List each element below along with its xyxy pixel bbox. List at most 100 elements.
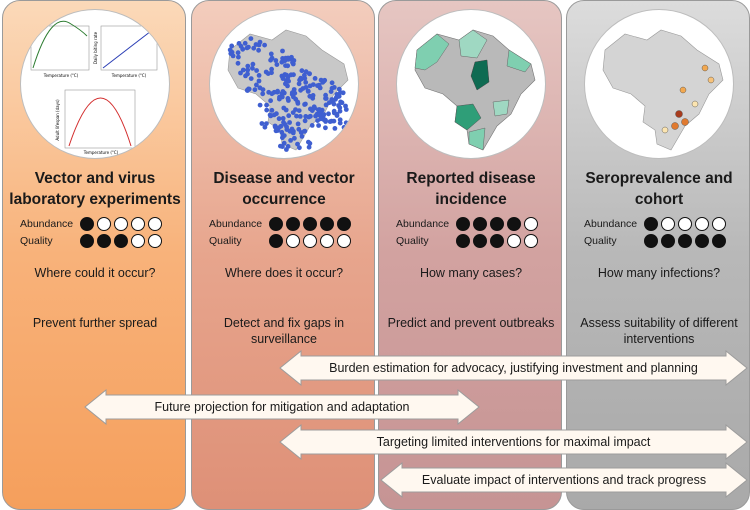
occurrence-point (240, 67, 246, 73)
filled-dot (337, 217, 351, 231)
occurrence-point (302, 76, 308, 81)
quality-label: Quality (20, 235, 53, 247)
empty-dot (148, 217, 162, 231)
occurrence-point (305, 89, 311, 94)
occurrence-point (291, 94, 296, 100)
occurrence-point (285, 63, 291, 69)
occurrence-point (269, 91, 275, 97)
chart-xlabel-3: Temperature (°C) (83, 150, 119, 155)
occurrence-point (281, 133, 287, 138)
chart-xlabel-1: Temperature (°C) (43, 73, 79, 78)
filled-dot (269, 234, 283, 248)
occurrence-point (331, 118, 337, 124)
quality-label: Quality (584, 235, 617, 247)
occurrence-point (263, 69, 269, 75)
occurrence-point (286, 113, 292, 119)
filled-dot (473, 234, 487, 248)
occurrence-point (312, 76, 318, 81)
occurrence-point (326, 111, 331, 117)
occurrence-point (283, 55, 289, 61)
abundance-rating (456, 217, 541, 235)
filled-dot (456, 234, 470, 248)
occurrence-point (344, 125, 349, 131)
empty-dot (303, 234, 317, 248)
column-question: How many infections? (597, 266, 721, 280)
occurrence-point (318, 116, 324, 122)
occurrence-point (343, 107, 349, 112)
occurrence-point (317, 85, 323, 91)
occurrence-point (238, 70, 243, 76)
occurrence-point (246, 44, 251, 50)
occurrence-point (302, 118, 308, 124)
occurrence-point (262, 124, 268, 130)
occurrence-point (306, 144, 312, 150)
occurrence-point (343, 120, 349, 126)
arrow-label: Evaluate impact of interventions and tra… (421, 473, 707, 487)
occurrence-point (240, 46, 246, 52)
occurrence-point (245, 88, 250, 93)
occurrence-point (338, 90, 343, 95)
empty-dot (131, 234, 145, 248)
occurrence-point (267, 112, 273, 118)
occurrence-point (285, 144, 291, 149)
filled-dot (286, 217, 300, 231)
occurrence-point (303, 80, 309, 85)
abundance-rating (269, 217, 354, 235)
abundance-label: Abundance (584, 218, 638, 230)
occurrence-point (253, 42, 259, 47)
occurrence-point (264, 107, 270, 113)
filled-dot (644, 234, 658, 248)
occurrence-point (280, 89, 286, 94)
occurrence-point (299, 134, 305, 139)
occurrence-point (242, 40, 248, 46)
occurrence-point (290, 110, 296, 115)
occurrence-point (311, 104, 317, 110)
filled-dot (490, 234, 504, 248)
arrow-future-projection: Future projection for mitigation and ada… (84, 389, 480, 425)
occurrence-point (271, 112, 277, 118)
occurrence-point (288, 138, 293, 143)
occurrence-point (307, 71, 312, 77)
empty-dot (114, 217, 128, 231)
occurrence-point (323, 92, 328, 98)
occurrence-point (280, 116, 286, 121)
occurrence-point (264, 102, 269, 108)
empty-dot (286, 234, 300, 248)
arrow-targeting-interventions: Targeting limited interventions for maxi… (279, 424, 748, 460)
occurrence-point (290, 60, 295, 65)
abundance-rating (80, 217, 165, 235)
occurrence-point (256, 47, 261, 53)
empty-dot (337, 234, 351, 248)
abundance-rating (644, 217, 729, 235)
occurrence-point (268, 98, 273, 104)
filled-dot (269, 217, 283, 231)
occurrence-point (303, 69, 309, 75)
occurrence-point (337, 105, 343, 111)
filled-dot (695, 234, 709, 248)
occurrence-point (272, 124, 278, 130)
occurrence-point (236, 54, 241, 60)
occurrence-point (254, 68, 259, 73)
occurrence-point (299, 68, 305, 74)
occurrence-point (337, 117, 343, 123)
occurrence-point (245, 67, 251, 73)
occurrence-point (229, 43, 235, 49)
occurrence-point (251, 45, 257, 51)
occurrence-point (277, 96, 282, 102)
occurrence-point (235, 60, 241, 66)
filled-dot (507, 217, 521, 231)
occurrence-point (310, 95, 316, 101)
occurrence-point (296, 108, 302, 113)
occurrence-point (288, 72, 294, 78)
occurrence-point (297, 114, 303, 119)
occurrence-point (278, 123, 284, 129)
arrow-evaluate-impact: Evaluate impact of interventions and tra… (380, 462, 748, 498)
occurrence-point (280, 76, 286, 81)
filled-dot (678, 234, 692, 248)
occurrence-point (298, 87, 303, 93)
column-question: Where does it occur? (224, 266, 344, 280)
occurrence-point (329, 85, 335, 91)
seroprevalence-map-image (584, 9, 734, 159)
occurrence-point (268, 51, 274, 57)
chart-ylabel-3: Adult lifespan (days) (55, 99, 60, 141)
